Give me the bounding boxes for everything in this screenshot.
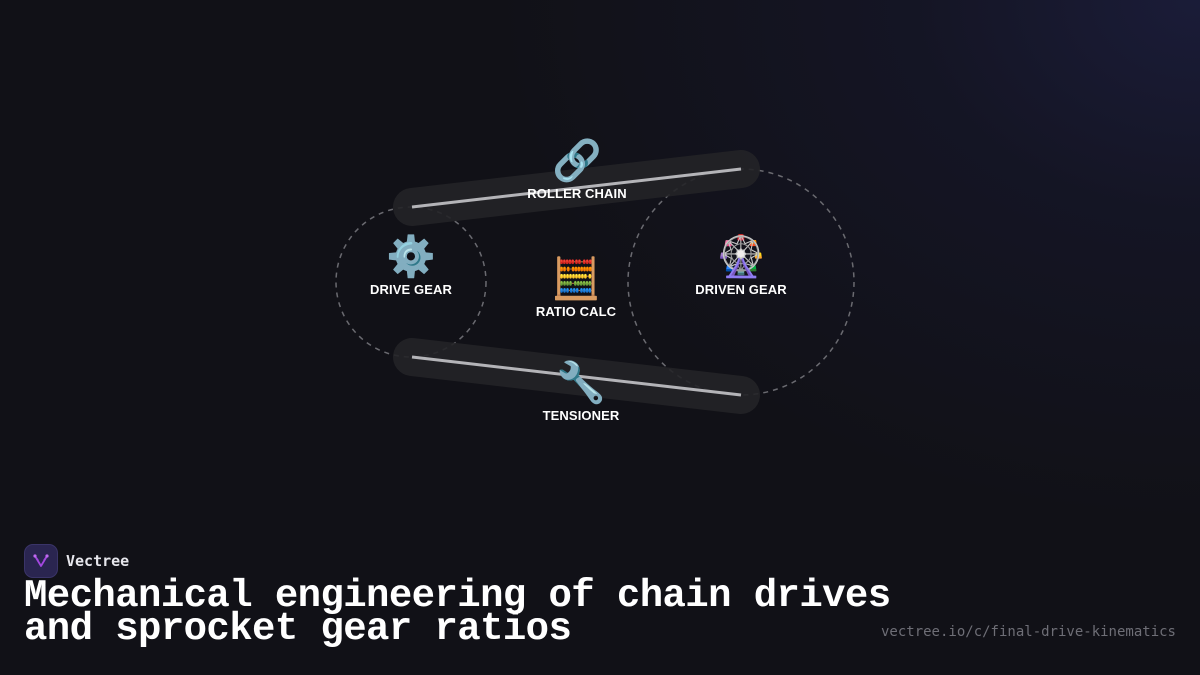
page-title: Mechanical engineering of chain drives a… (24, 574, 891, 651)
title-line-2: and sprocket gear ratios (24, 607, 572, 651)
node-label: RATIO CALC (535, 304, 617, 319)
source-url: vectree.io/c/final-drive-kinematics (880, 624, 1176, 640)
vectree-logo-icon (24, 544, 58, 578)
node-label: ROLLER CHAIN (527, 186, 627, 201)
ferris-wheel-icon: 🎡 (716, 235, 766, 279)
link-icon: 🔗 (552, 139, 602, 183)
node-label: DRIVE GEAR (370, 282, 452, 297)
bottom-chain-span (411, 355, 742, 397)
abacus-icon: 🧮 (551, 257, 601, 301)
node-roller-chain[interactable]: 🔗 ROLLER CHAIN (527, 138, 626, 201)
top-chain-span (411, 167, 742, 209)
node-ratio-calc[interactable]: 🧮 RATIO CALC (536, 256, 616, 319)
node-label: DRIVEN GEAR (695, 282, 787, 297)
brand: Vectree (24, 544, 129, 578)
brand-name: Vectree (66, 552, 130, 570)
node-driven-gear[interactable]: 🎡 DRIVEN GEAR (695, 234, 786, 297)
title-line-1: Mechanical engineering of chain drives (24, 574, 891, 618)
wrench-icon: 🔧 (556, 361, 606, 405)
node-label: TENSIONER (542, 408, 620, 423)
node-drive-gear[interactable]: ⚙️ DRIVE GEAR (370, 234, 452, 297)
gear-icon: ⚙️ (386, 235, 436, 279)
node-tensioner[interactable]: 🔧 TENSIONER (543, 360, 620, 423)
